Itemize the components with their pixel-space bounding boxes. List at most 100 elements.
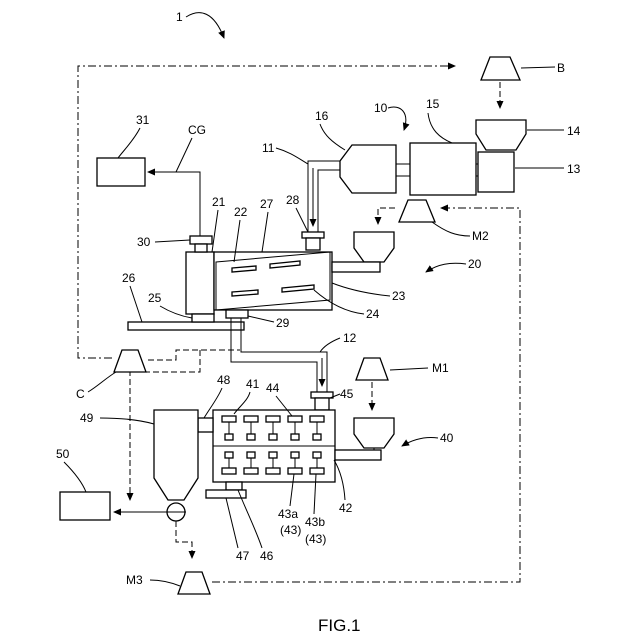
leader-12	[320, 338, 340, 352]
outlet-46	[226, 482, 242, 490]
outlet-29	[226, 310, 248, 318]
material-m2-pile	[399, 200, 435, 222]
leader-c	[88, 372, 116, 392]
outlet-30	[195, 244, 207, 252]
outlet-30-cap	[190, 236, 212, 244]
leader-40	[402, 437, 438, 446]
mixer-head-upper	[244, 416, 258, 422]
mixer-foot-upper	[313, 434, 321, 440]
label-29: 29	[276, 316, 290, 330]
leader-47	[226, 498, 238, 548]
label-47: 47	[236, 549, 250, 563]
label-26: 26	[122, 271, 136, 285]
leader-m1	[390, 368, 428, 370]
label-25: 25	[148, 291, 162, 305]
label-40: 40	[440, 431, 454, 445]
label-c: C	[76, 387, 85, 401]
leader-26	[130, 286, 142, 322]
label-22: 22	[234, 205, 248, 219]
label-28: 28	[286, 193, 300, 207]
label-43b-paren: (43)	[305, 532, 326, 546]
label-m2: M2	[472, 229, 489, 243]
kiln-20-end-left	[186, 252, 214, 314]
label-44: 44	[266, 381, 280, 395]
leader-29	[248, 316, 274, 322]
label-21: 21	[212, 195, 226, 209]
label-45: 45	[340, 387, 354, 401]
label-48: 48	[217, 373, 231, 387]
label-27: 27	[260, 197, 274, 211]
unit-15	[410, 143, 476, 195]
label-16: 16	[315, 109, 329, 123]
mixer-foot-lower	[288, 468, 302, 474]
material-m3-pile	[178, 572, 210, 594]
mixer-head-lower	[247, 452, 255, 458]
inlet-45	[315, 398, 329, 410]
leader-23	[332, 283, 390, 296]
leader-cg	[176, 138, 192, 172]
support-25	[192, 314, 214, 322]
dashed-link-29	[148, 350, 240, 360]
figure-caption: FIG.1	[318, 616, 361, 635]
leader-49	[100, 418, 154, 424]
unit-13	[478, 152, 514, 192]
label-m1: M1	[432, 361, 449, 375]
kiln-20-feed-chute	[332, 262, 380, 272]
label-11: 11	[262, 141, 275, 155]
mixer-head-upper	[310, 416, 324, 422]
mixer-foot-upper	[291, 434, 299, 440]
mixer-foot-lower	[222, 468, 236, 474]
label-46: 46	[260, 549, 274, 563]
label-43b: 43b	[305, 515, 325, 529]
reactor-40-feed-chute	[335, 450, 381, 460]
leader-system-1	[186, 13, 224, 38]
return-line-char	[78, 66, 455, 358]
leader-46	[238, 490, 262, 548]
material-b-pile	[481, 57, 520, 80]
leader-16	[320, 124, 345, 150]
label-43a: 43a	[278, 507, 298, 521]
leader-11	[276, 148, 308, 164]
leader-27	[262, 212, 268, 252]
label-24: 24	[366, 307, 380, 321]
mixer-foot-upper	[247, 434, 255, 440]
label-b: B	[557, 61, 565, 75]
inlet-28	[306, 238, 320, 250]
label-20: 20	[468, 257, 482, 271]
leader-15	[428, 113, 452, 143]
leader-28	[296, 208, 308, 232]
gas-line-cg	[148, 172, 200, 236]
leader-31	[118, 128, 140, 158]
feed-m2-to-hopper	[378, 208, 395, 224]
label-12: 12	[343, 331, 357, 345]
leader-b	[521, 67, 555, 68]
leader-10	[388, 107, 406, 130]
label-43a-paren: (43)	[280, 523, 301, 537]
label-system-1: 1	[176, 10, 183, 24]
leader-m3	[150, 580, 180, 586]
hopper-14	[476, 120, 526, 150]
label-13: 13	[567, 162, 581, 176]
label-23: 23	[392, 289, 406, 303]
mixer-head-upper	[222, 416, 236, 422]
label-31: 31	[136, 113, 150, 127]
material-c-pile	[114, 350, 146, 372]
mixer-foot-upper	[225, 434, 233, 440]
material-m1-pile	[356, 358, 388, 380]
mixer-head-upper	[288, 416, 302, 422]
leader-20	[426, 263, 466, 272]
hopper-m2	[354, 232, 394, 262]
label-49: 49	[80, 411, 94, 425]
mixer-foot-lower	[310, 468, 324, 474]
unit-16	[340, 145, 396, 193]
mixer-foot-lower	[244, 468, 258, 474]
leader-50	[64, 462, 86, 492]
label-15: 15	[426, 97, 440, 111]
duct-48	[198, 418, 213, 432]
label-42: 42	[339, 501, 353, 515]
mixer-head-upper	[266, 416, 280, 422]
mixer-foot-lower	[266, 468, 280, 474]
inlet-28-cap	[302, 232, 324, 238]
label-14: 14	[567, 124, 581, 138]
